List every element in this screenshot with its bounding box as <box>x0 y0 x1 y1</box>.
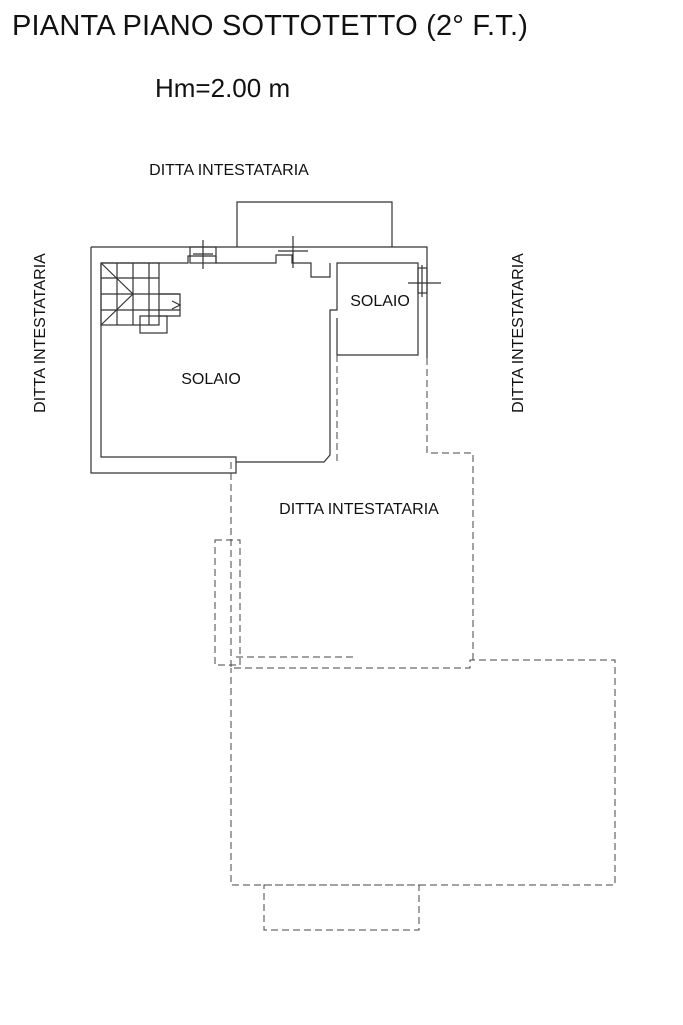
lower-dashed-outline <box>230 355 616 886</box>
top-terrace <box>236 201 393 247</box>
staircase <box>100 262 182 334</box>
inner-wall <box>100 254 419 463</box>
balcony-bottom <box>263 884 420 931</box>
neighbor-center-label: DITTA INTESTATARIA <box>279 501 439 518</box>
outer-wall <box>90 246 428 474</box>
height-note: Hm=2.00 m <box>155 73 291 103</box>
page-title: PIANTA PIANO SOTTOTETTO (2° F.T.) <box>12 10 529 42</box>
neighbor-left-label: DITTA INTESTATARIA <box>32 253 49 413</box>
neighbor-right-label: DITTA INTESTATARIA <box>510 253 527 413</box>
room-main-label: SOLAIO <box>181 371 241 388</box>
balcony-left <box>214 539 241 666</box>
neighbor-top-label: DITTA INTESTATARIA <box>149 162 309 179</box>
room-small-label: SOLAIO <box>350 293 410 310</box>
